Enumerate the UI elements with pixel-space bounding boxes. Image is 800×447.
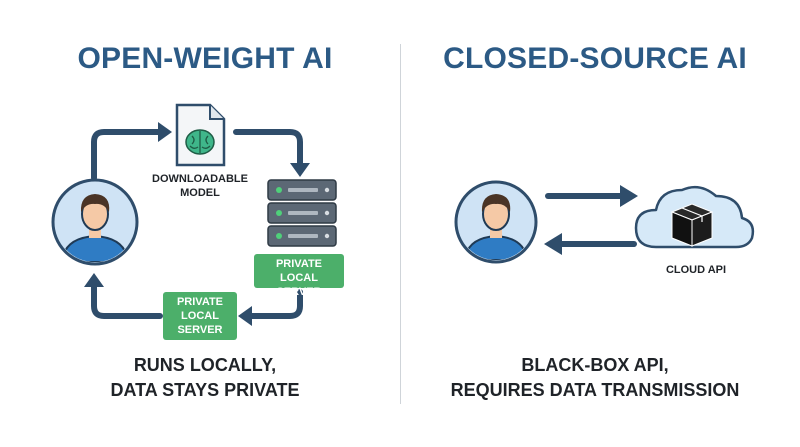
arrow-local-to-user	[91, 282, 163, 319]
black-box-icon	[670, 203, 714, 247]
cycle-arrowheads	[84, 122, 310, 326]
cloud-api-label: CLOUD API	[665, 264, 727, 276]
api-arrows	[545, 193, 637, 247]
private-local-badge: PRIVATE LOCAL SERVER	[163, 292, 237, 340]
server-icon	[267, 179, 337, 247]
user-icon-right	[454, 180, 538, 264]
user-icon	[51, 178, 139, 266]
private-server-badge: PRIVATE LOCAL SERVER	[254, 254, 344, 298]
arrow-model-to-server	[233, 129, 303, 168]
model-label: DOWNLOADABLE MODEL	[152, 173, 248, 199]
center-divider	[400, 44, 401, 404]
closed-source-caption: BLACK-BOX API, REQUIRES DATA TRANSMISSIO…	[450, 355, 740, 400]
closed-source-title: CLOSED-SOURCE AI	[443, 42, 747, 75]
arrow-user-to-model	[91, 129, 163, 181]
cycle-arrows	[91, 129, 303, 319]
document-brain-icon	[175, 103, 226, 167]
arrow-server-to-local	[247, 289, 303, 319]
open-weight-caption: RUNS LOCALLY, DATA STAYS PRIVATE	[110, 355, 300, 400]
open-weight-title: OPEN-WEIGHT AI	[77, 42, 333, 75]
